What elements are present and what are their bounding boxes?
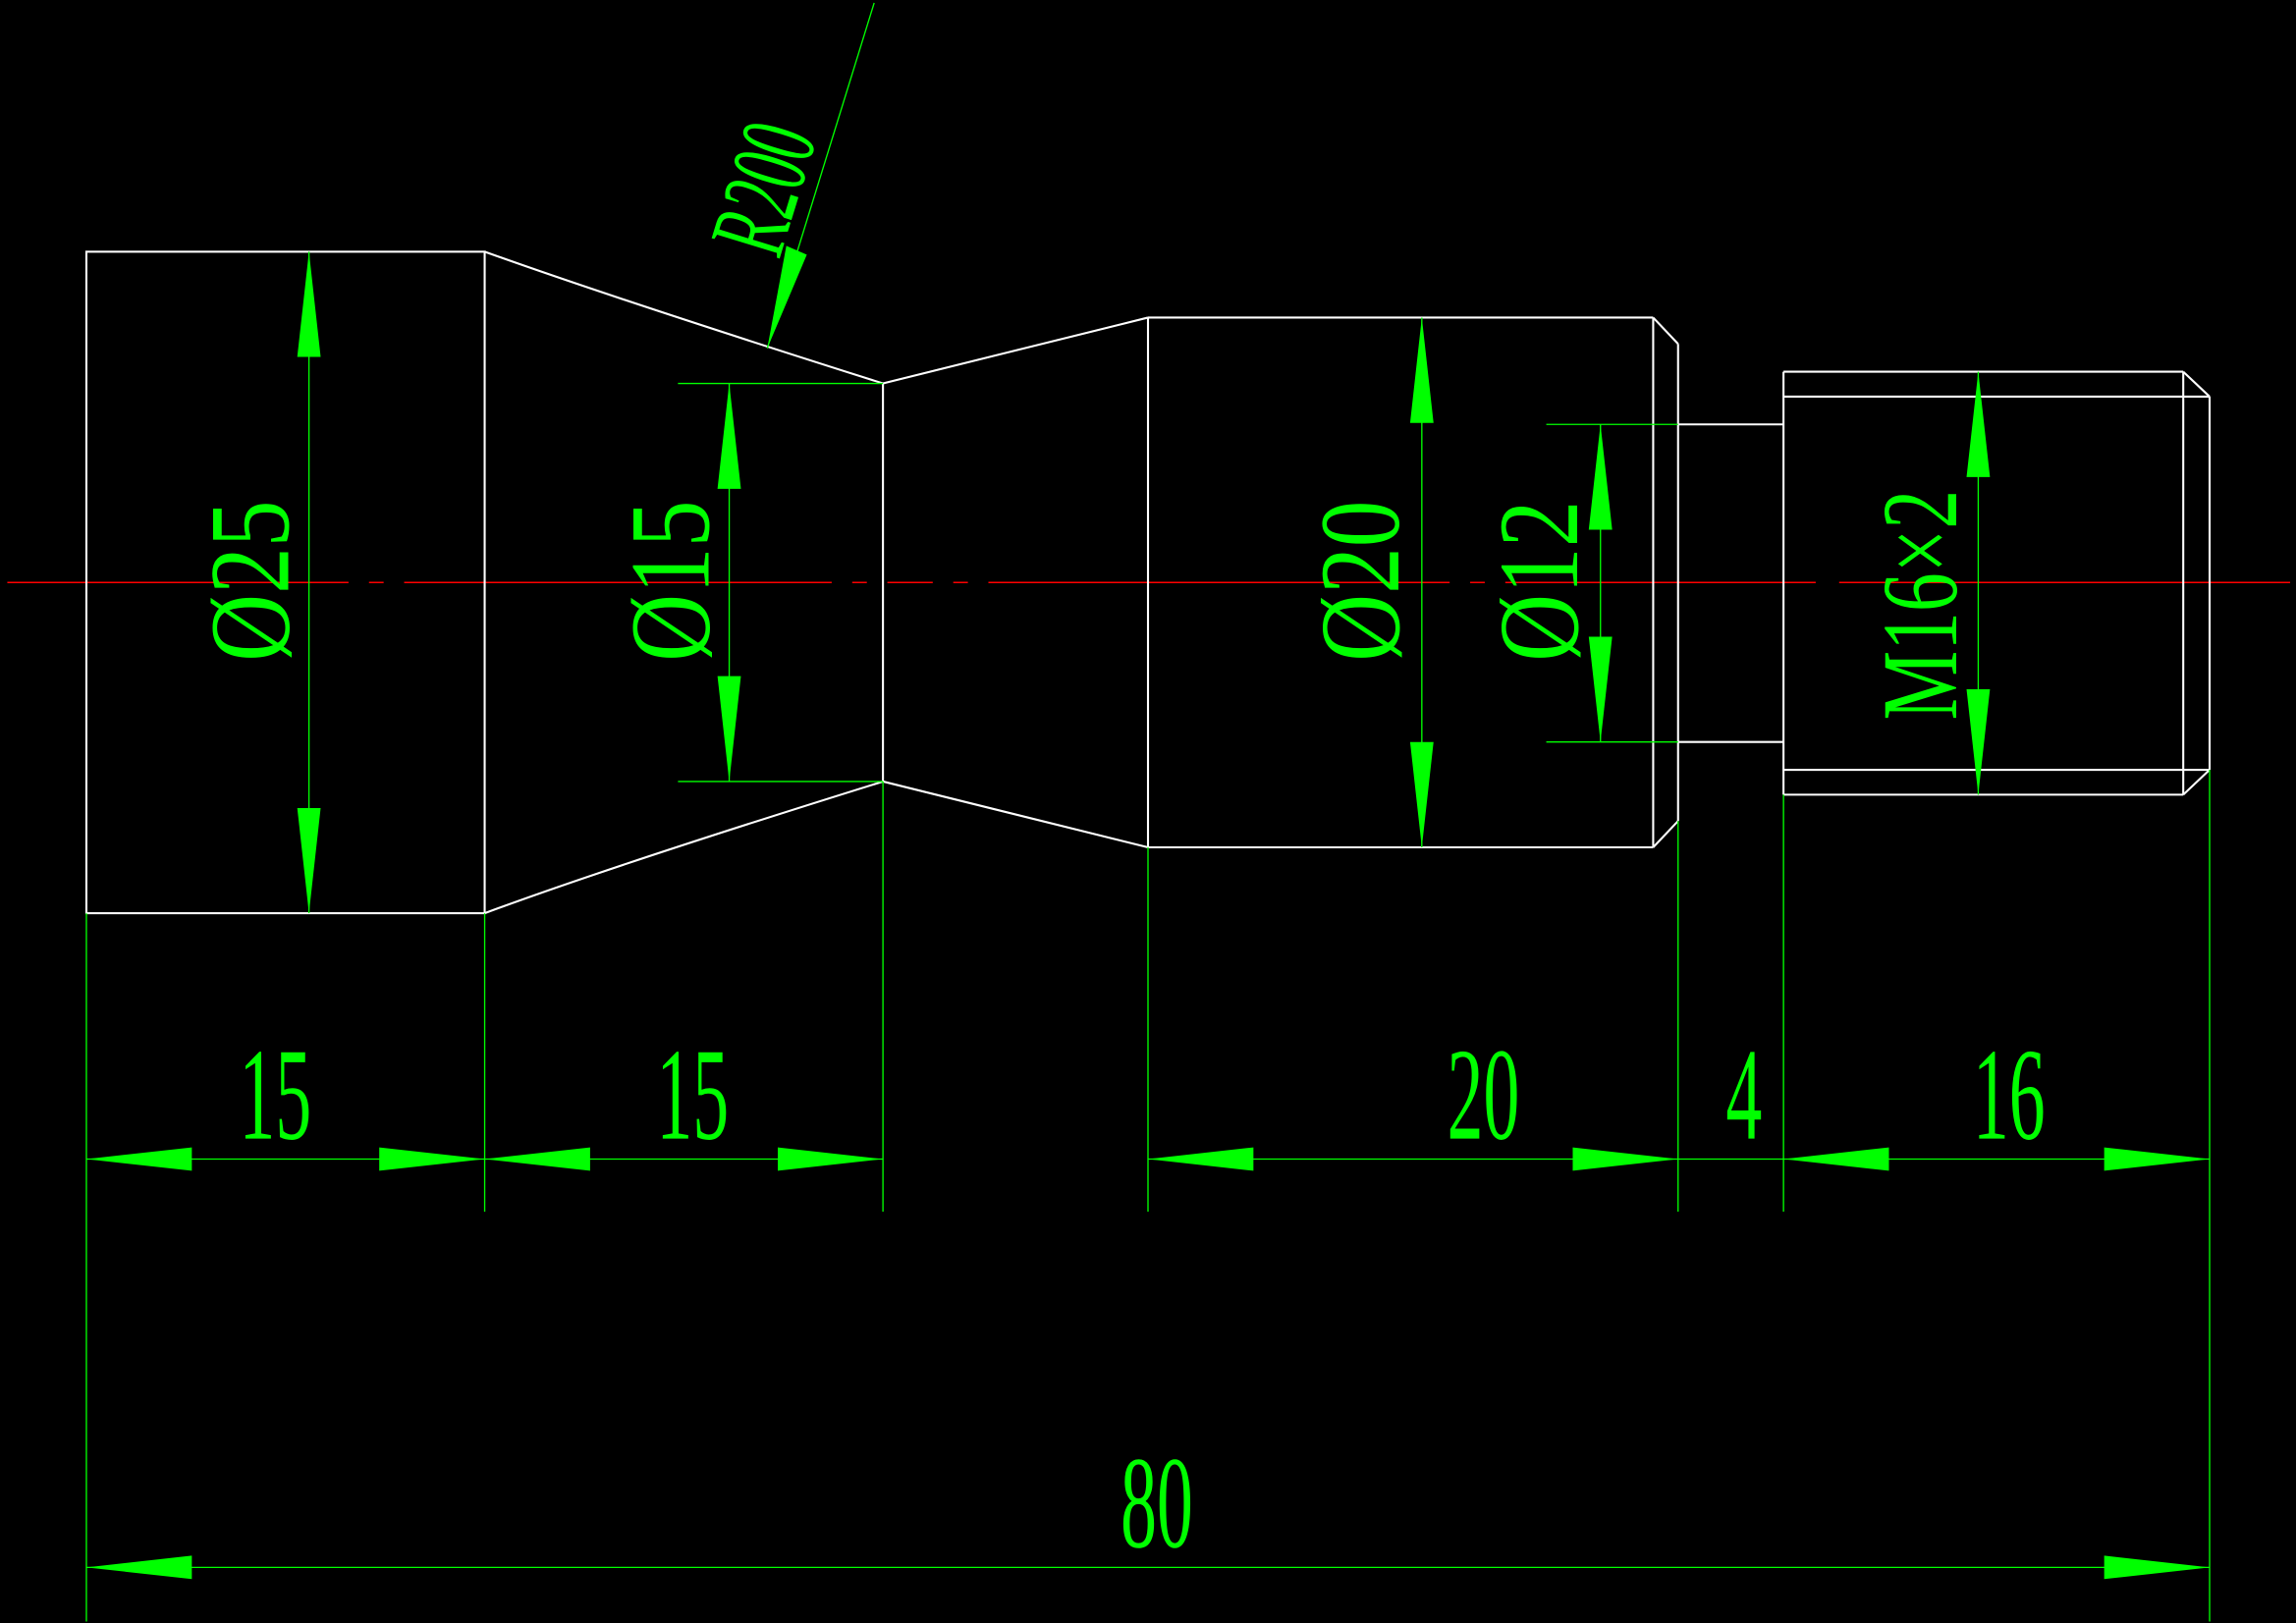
length-seg2-label: 15 bbox=[656, 1023, 729, 1167]
length-seg3-label: 20 bbox=[1448, 1023, 1520, 1167]
r200-leader-arrow bbox=[767, 245, 807, 349]
r200-label: R200 bbox=[688, 109, 841, 267]
length-total-label: 80 bbox=[1121, 1432, 1193, 1576]
diameter-20-label: Ø20 bbox=[1297, 501, 1424, 662]
thread-label: M16×2 bbox=[1859, 490, 1980, 720]
dimension-lines bbox=[85, 2, 2211, 1622]
diameter-12-label: Ø12 bbox=[1476, 501, 1603, 662]
shaft-outline bbox=[84, 250, 2212, 915]
length-seg5-label: 16 bbox=[1973, 1023, 2046, 1167]
dimension-arrows bbox=[85, 251, 2211, 1580]
diameter-25-label: Ø25 bbox=[188, 501, 314, 662]
length-seg1-label: 15 bbox=[239, 1023, 311, 1167]
length-seg4-label: 4 bbox=[1725, 1023, 1762, 1167]
diameter-15-label: Ø15 bbox=[608, 501, 735, 662]
